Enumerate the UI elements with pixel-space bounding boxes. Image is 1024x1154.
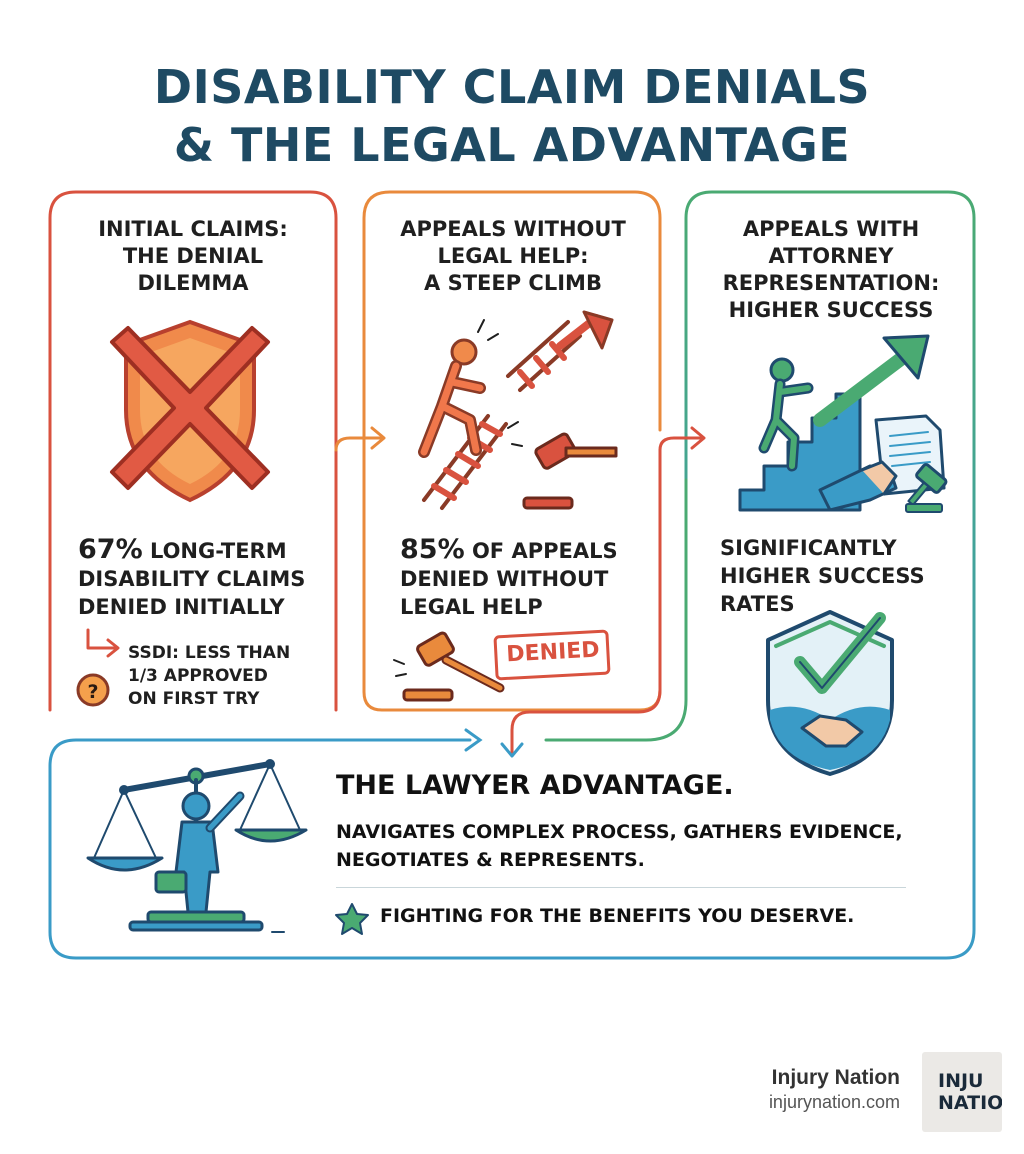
column-2-stat-value: 85% [400,534,465,565]
column-3-frame [684,190,976,960]
shield-check-icon [766,610,894,776]
column-1-stat-value: 67% [78,534,143,565]
advantage-heading: THE LAWYER ADVANTAGE. [336,770,734,801]
scales-lawyer-icon [86,759,308,933]
denied-stamp [493,629,611,681]
gavel-icon [393,631,505,702]
advantage-frame [48,728,762,960]
column-1-note: SSDI: LESS THAN 1/3 APPROVED ON FIRST TR… [128,643,291,709]
column-1-frame [48,190,338,712]
page-title: DISABILITY CLAIM DENIALS & THE LEGAL ADV… [153,60,871,172]
brand-logo: INJU NATIO [922,1052,1002,1132]
ssdi-arrow-icon [86,628,120,658]
brand-url[interactable]: injurynation.com [768,1092,900,1112]
brand-name: Injury Nation [771,1066,900,1089]
stairs-arrow-icon [738,334,948,513]
advantage-description: NAVIGATES COMPLEX PROCESS, GATHERS EVIDE… [336,821,903,871]
svg-text:?: ? [87,681,98,703]
connector-arrows [334,426,706,758]
column-2-stat: 85% OF APPEALS DENIED WITHOUT LEGAL HELP [400,534,618,620]
broken-ladder-icon [418,310,618,510]
shield-x-icon [110,319,270,503]
column-1-stat: 67% LONG-TERM DISABILITY CLAIMS DENIED I… [78,534,306,620]
column-1-title: INITIAL CLAIMS: THE DENIAL DILEMMA [98,217,288,295]
column-3-stat: SIGNIFICANTLY HIGHER SUCCESS RATES [720,536,925,616]
column-3-title: APPEALS WITH ATTORNEY REPRESENTATION: HI… [722,217,940,322]
advantage-tagline: FIGHTING FOR THE BENEFITS YOU DESERVE. [380,905,855,927]
question-icon: ? [76,673,110,707]
star-icon [335,903,369,935]
advantage-divider [336,887,906,888]
column-2-title: APPEALS WITHOUT LEGAL HELP: A STEEP CLIM… [400,217,626,295]
